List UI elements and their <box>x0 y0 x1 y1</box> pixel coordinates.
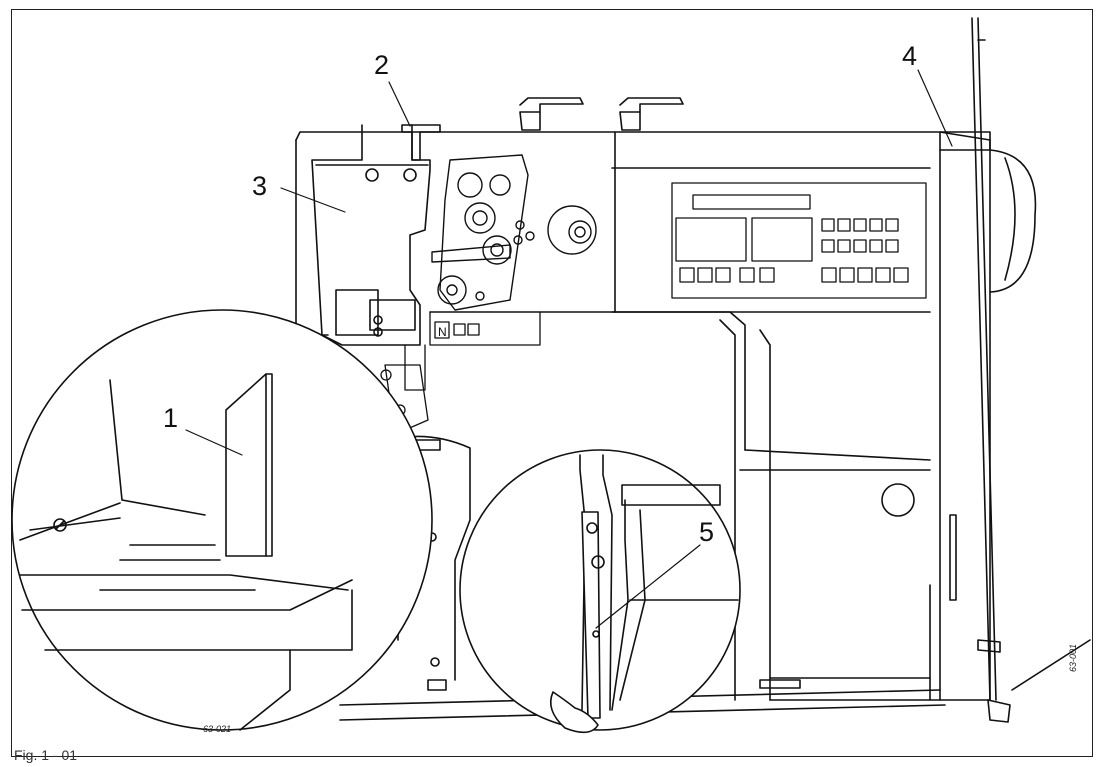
figure-caption: Fig. 1 - 01 <box>14 747 78 763</box>
drawing-code-main: 63-001 <box>1068 643 1078 672</box>
drawing-code-detail: 63-021 <box>203 724 232 734</box>
callout-3: 3 <box>252 171 268 201</box>
detail-circle-left <box>11 309 433 731</box>
callout-4: 4 <box>902 41 918 71</box>
keypad-symbol: N <box>438 325 447 339</box>
callout-5: 5 <box>699 517 715 547</box>
end-cover <box>939 131 1037 701</box>
face-cover <box>311 124 431 346</box>
leader-lines <box>185 69 953 629</box>
detail-circle-right <box>459 449 741 734</box>
control-panel <box>671 182 927 299</box>
callout-1: 1 <box>163 403 179 433</box>
head-mechanism <box>431 154 597 311</box>
tension-knobs <box>519 97 684 131</box>
figure-frame <box>11 9 1093 757</box>
thread-take-up-lever <box>401 124 441 161</box>
callout-2: 2 <box>374 50 390 80</box>
